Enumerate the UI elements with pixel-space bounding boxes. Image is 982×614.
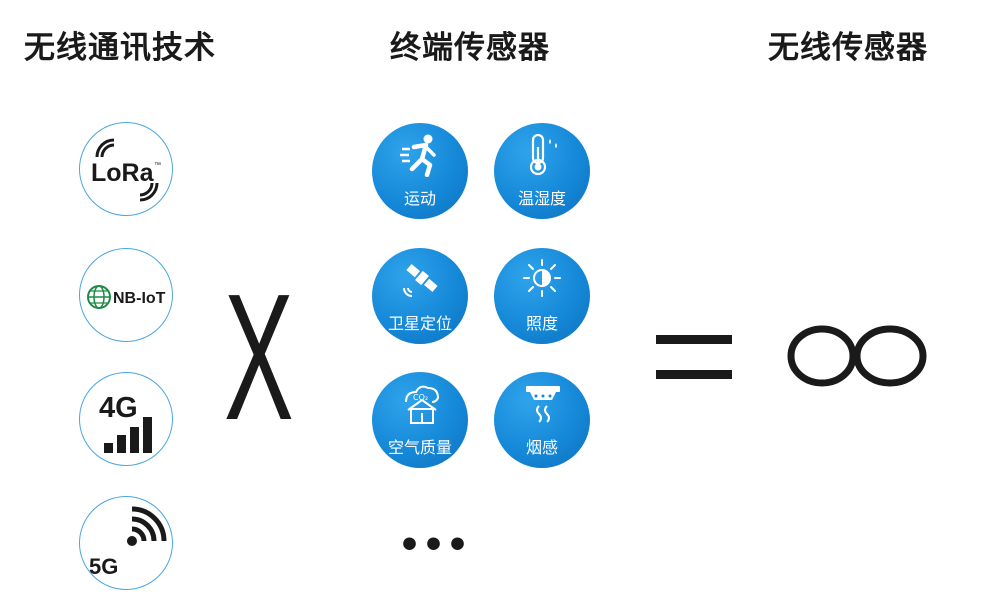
4g-signal-icon: 4G bbox=[99, 392, 152, 453]
tech-5g-badge: 5G bbox=[79, 496, 173, 590]
lora-logo-icon: LoRa ™ bbox=[91, 138, 161, 202]
sensor-air-quality: CO₂ 空气质量 bbox=[372, 372, 468, 468]
sensor-temp-humidity-label: 温湿度 bbox=[517, 189, 566, 208]
tech-nb-iot-name: NB-IoT bbox=[113, 290, 166, 307]
tech-nb-iot-badge: NB-IoT bbox=[79, 248, 173, 342]
sensor-illuminance: 照度 bbox=[494, 248, 590, 344]
satellite-icon bbox=[403, 264, 438, 297]
sensor-motion-label: 运动 bbox=[403, 189, 436, 208]
tech-lora-name: LoRa bbox=[91, 159, 155, 187]
running-person-icon bbox=[400, 134, 436, 177]
infinity-icon bbox=[787, 325, 927, 387]
tech-4g-name: 4G bbox=[99, 392, 138, 424]
sensor-smoke: 烟感 bbox=[494, 372, 590, 468]
tech-5g-name: 5G bbox=[89, 554, 118, 579]
heading-wireless-sensors: 无线传感器 bbox=[768, 30, 928, 66]
equals-bar-top bbox=[656, 335, 732, 344]
co2-text: CO₂ bbox=[413, 393, 428, 402]
sensor-temp-humidity: 温湿度 bbox=[494, 123, 590, 219]
sensor-smoke-label: 烟感 bbox=[525, 438, 558, 457]
multiply-operator: X bbox=[224, 257, 294, 458]
equals-bar-bottom bbox=[656, 370, 732, 379]
thermometer-icon bbox=[529, 133, 557, 176]
5g-signal-icon: 5G bbox=[89, 506, 167, 579]
equals-operator bbox=[656, 335, 732, 405]
more-ellipsis: ••• bbox=[398, 525, 471, 566]
sensor-illuminance-label: 照度 bbox=[525, 314, 558, 333]
heading-terminal-sensors: 终端传感器 bbox=[390, 30, 550, 66]
heading-wireless-tech: 无线通讯技术 bbox=[24, 30, 216, 66]
sensor-satellite: 卫星定位 bbox=[372, 248, 468, 344]
nb-iot-globe-icon: NB-IoT bbox=[87, 285, 166, 309]
tech-lora-badge: LoRa ™ bbox=[79, 122, 173, 216]
svg-text:™: ™ bbox=[154, 162, 161, 169]
sensor-air-quality-label: 空气质量 bbox=[387, 438, 452, 457]
tech-4g-badge: 4G bbox=[79, 372, 173, 466]
sensor-satellite-label: 卫星定位 bbox=[387, 314, 452, 333]
sun-icon bbox=[523, 259, 561, 297]
smoke-detector-icon bbox=[526, 386, 560, 423]
sensor-motion: 运动 bbox=[372, 123, 468, 219]
co2-house-icon: CO₂ bbox=[405, 385, 440, 424]
